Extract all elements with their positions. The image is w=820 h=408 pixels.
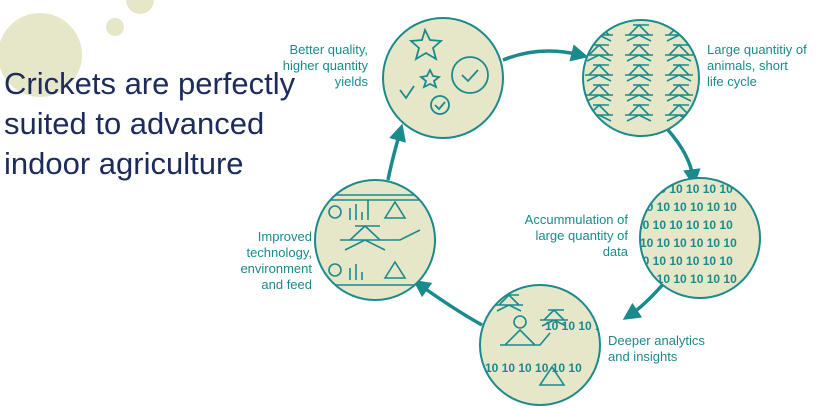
step-label-yields: Better quality, higher quantity yields bbox=[282, 42, 368, 89]
step-circle-data bbox=[639, 177, 761, 299]
svg-text:10 10 10 10 10 10: 10 10 10 10 10 10 bbox=[636, 218, 733, 232]
svg-text:10 10 10 10 10 10: 10 10 10 10 10 10 bbox=[636, 182, 733, 196]
step-circle-animals bbox=[582, 19, 700, 137]
decor-dot bbox=[106, 18, 124, 36]
step-label-animals: Large quantitiy of animals, short life c… bbox=[707, 42, 807, 89]
svg-text:10 10 10 10 10 10: 10 10 10 10 10 10 bbox=[485, 361, 582, 375]
binary-pattern: 10 10 10 10 10 10 10 10 10 10 10 10 10 1… bbox=[636, 182, 737, 286]
step-label-data: Accummulation of large quantity of data bbox=[524, 212, 628, 259]
svg-text:10 10 10 10 10 10: 10 10 10 10 10 10 bbox=[636, 254, 733, 268]
svg-text:10 10 10 10 10 10: 10 10 10 10 10 10 bbox=[640, 236, 737, 250]
slide-title: Crickets are perfectly suited to advance… bbox=[4, 66, 296, 181]
decor-circle bbox=[0, 13, 82, 97]
decor-dot bbox=[126, 0, 154, 14]
star-badge-icons bbox=[399, 27, 489, 115]
step-label-technology: Improved technology, environment and fee… bbox=[240, 229, 312, 292]
svg-text:10 10 10 10 10 10: 10 10 10 10 10 10 bbox=[640, 200, 737, 214]
svg-text:10 10 10 10 10 10: 10 10 10 10 10 10 bbox=[545, 319, 642, 333]
svg-text:10 10 10 10 10 10: 10 10 10 10 10 10 bbox=[640, 272, 737, 286]
step-label-analytics: Deeper analytics and insights bbox=[608, 333, 705, 364]
analytics-pattern: 10 10 10 10 10 10 10 10 10 10 10 10 bbox=[485, 294, 642, 386]
step-circle-yields bbox=[382, 17, 504, 139]
cycle-arrows bbox=[386, 44, 701, 327]
